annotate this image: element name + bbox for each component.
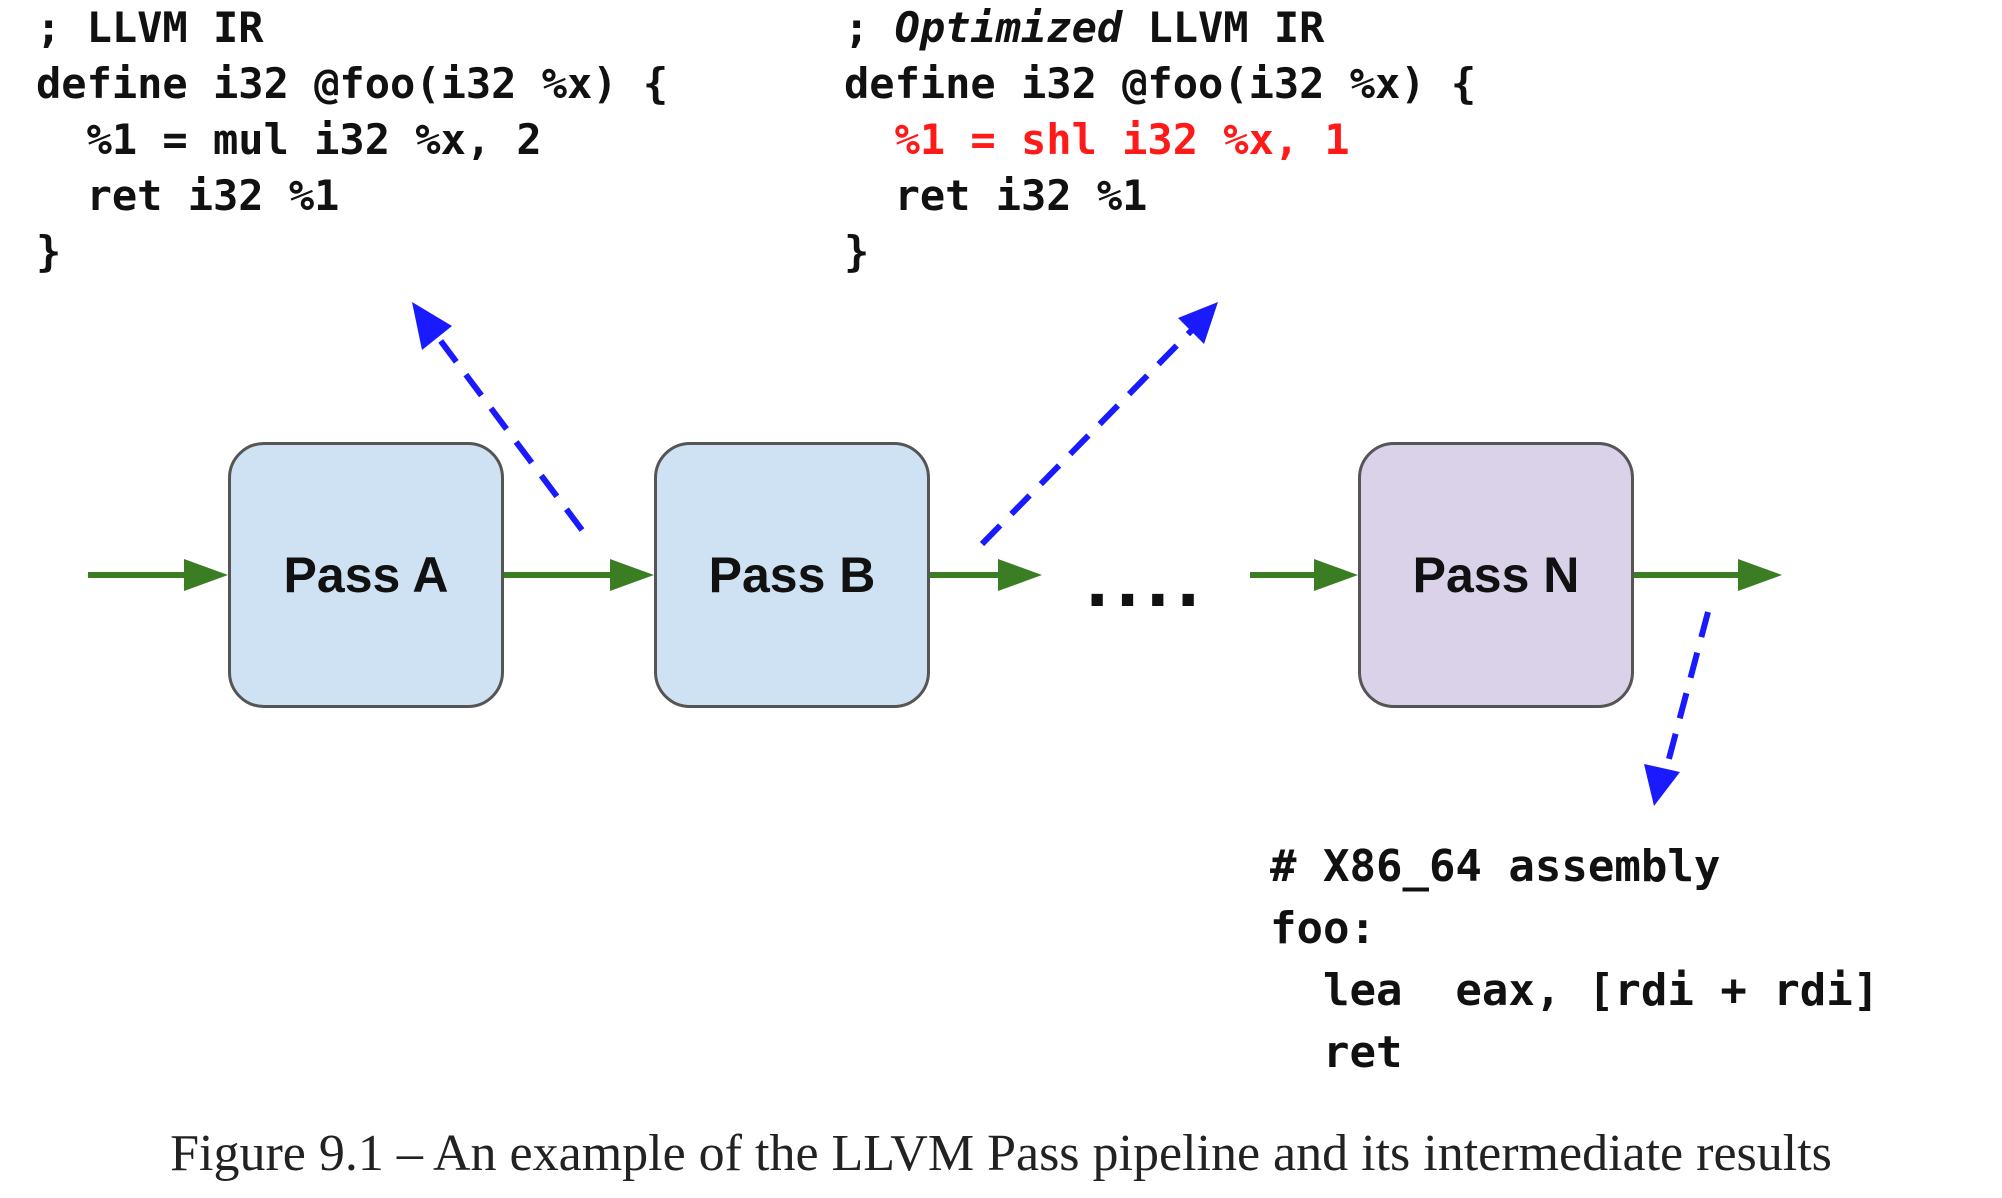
optimized-comment-suffix: LLVM IR (1122, 3, 1325, 52)
assembly-lea-line: lea eax, [rdi + rdi] (1270, 965, 1880, 1016)
optimized-comment-prefix: ; (844, 3, 895, 52)
llvm-ir-mul-line: %1 = mul i32 %x, 2 (36, 115, 542, 164)
pass-n-label: Pass N (1412, 547, 1580, 603)
optimized-comment-italic: Optimized (894, 3, 1123, 52)
optimized-define-line: define i32 @foo(i32 %x) { (844, 59, 1477, 108)
pass-n-box: Pass N (1358, 442, 1634, 708)
optimized-ret-line: ret i32 %1 (844, 171, 1148, 220)
flow-arrows (88, 559, 1782, 591)
pass-b-output-arrow (930, 559, 1042, 591)
assembly-comment: # X86_64 assembly (1270, 841, 1721, 892)
optimized-shl-line: %1 = shl i32 %x, 1 (844, 115, 1350, 164)
pass-a-label: Pass A (283, 547, 449, 603)
llvm-ir-define-line: define i32 @foo(i32 %x) { (36, 59, 669, 108)
optimized-llvm-ir-comment: ; Optimized LLVM IR (844, 0, 1476, 56)
ellipsis: .... (1085, 548, 1207, 622)
llvm-ir-close-brace: } (36, 227, 62, 276)
llvm-ir-ret-line: ret i32 %1 (36, 171, 340, 220)
pass-a-box: Pass A (228, 442, 504, 708)
x86-64-assembly-code-block: # X86_64 assembly foo: lea eax, [rdi + rd… (1270, 836, 1879, 1084)
optimized-close-brace: } (844, 227, 870, 276)
pass-b-box: Pass B (654, 442, 930, 708)
pass-b-label: Pass B (708, 547, 876, 603)
dashed-arrows (412, 302, 1711, 806)
pass-n-input-arrow (1250, 559, 1358, 591)
dashed-arrow-to-llvm-ir (412, 302, 585, 532)
assembly-ret-line: ret (1270, 1027, 1403, 1078)
llvm-ir-comment: ; LLVM IR (36, 3, 264, 52)
dashed-arrow-to-optimized-ir (979, 302, 1218, 547)
assembly-label-line: foo: (1270, 903, 1376, 954)
pass-a-to-pass-b-arrow (504, 559, 654, 591)
figure-caption: Figure 9.1 – An example of the LLVM Pass… (170, 1125, 1832, 1182)
input-arrow (88, 559, 228, 591)
pass-n-output-arrow (1634, 559, 1782, 591)
llvm-ir-code-block: ; LLVM IR define i32 @foo(i32 %x) { %1 = … (36, 0, 668, 280)
dashed-arrow-to-assembly (1644, 611, 1711, 806)
